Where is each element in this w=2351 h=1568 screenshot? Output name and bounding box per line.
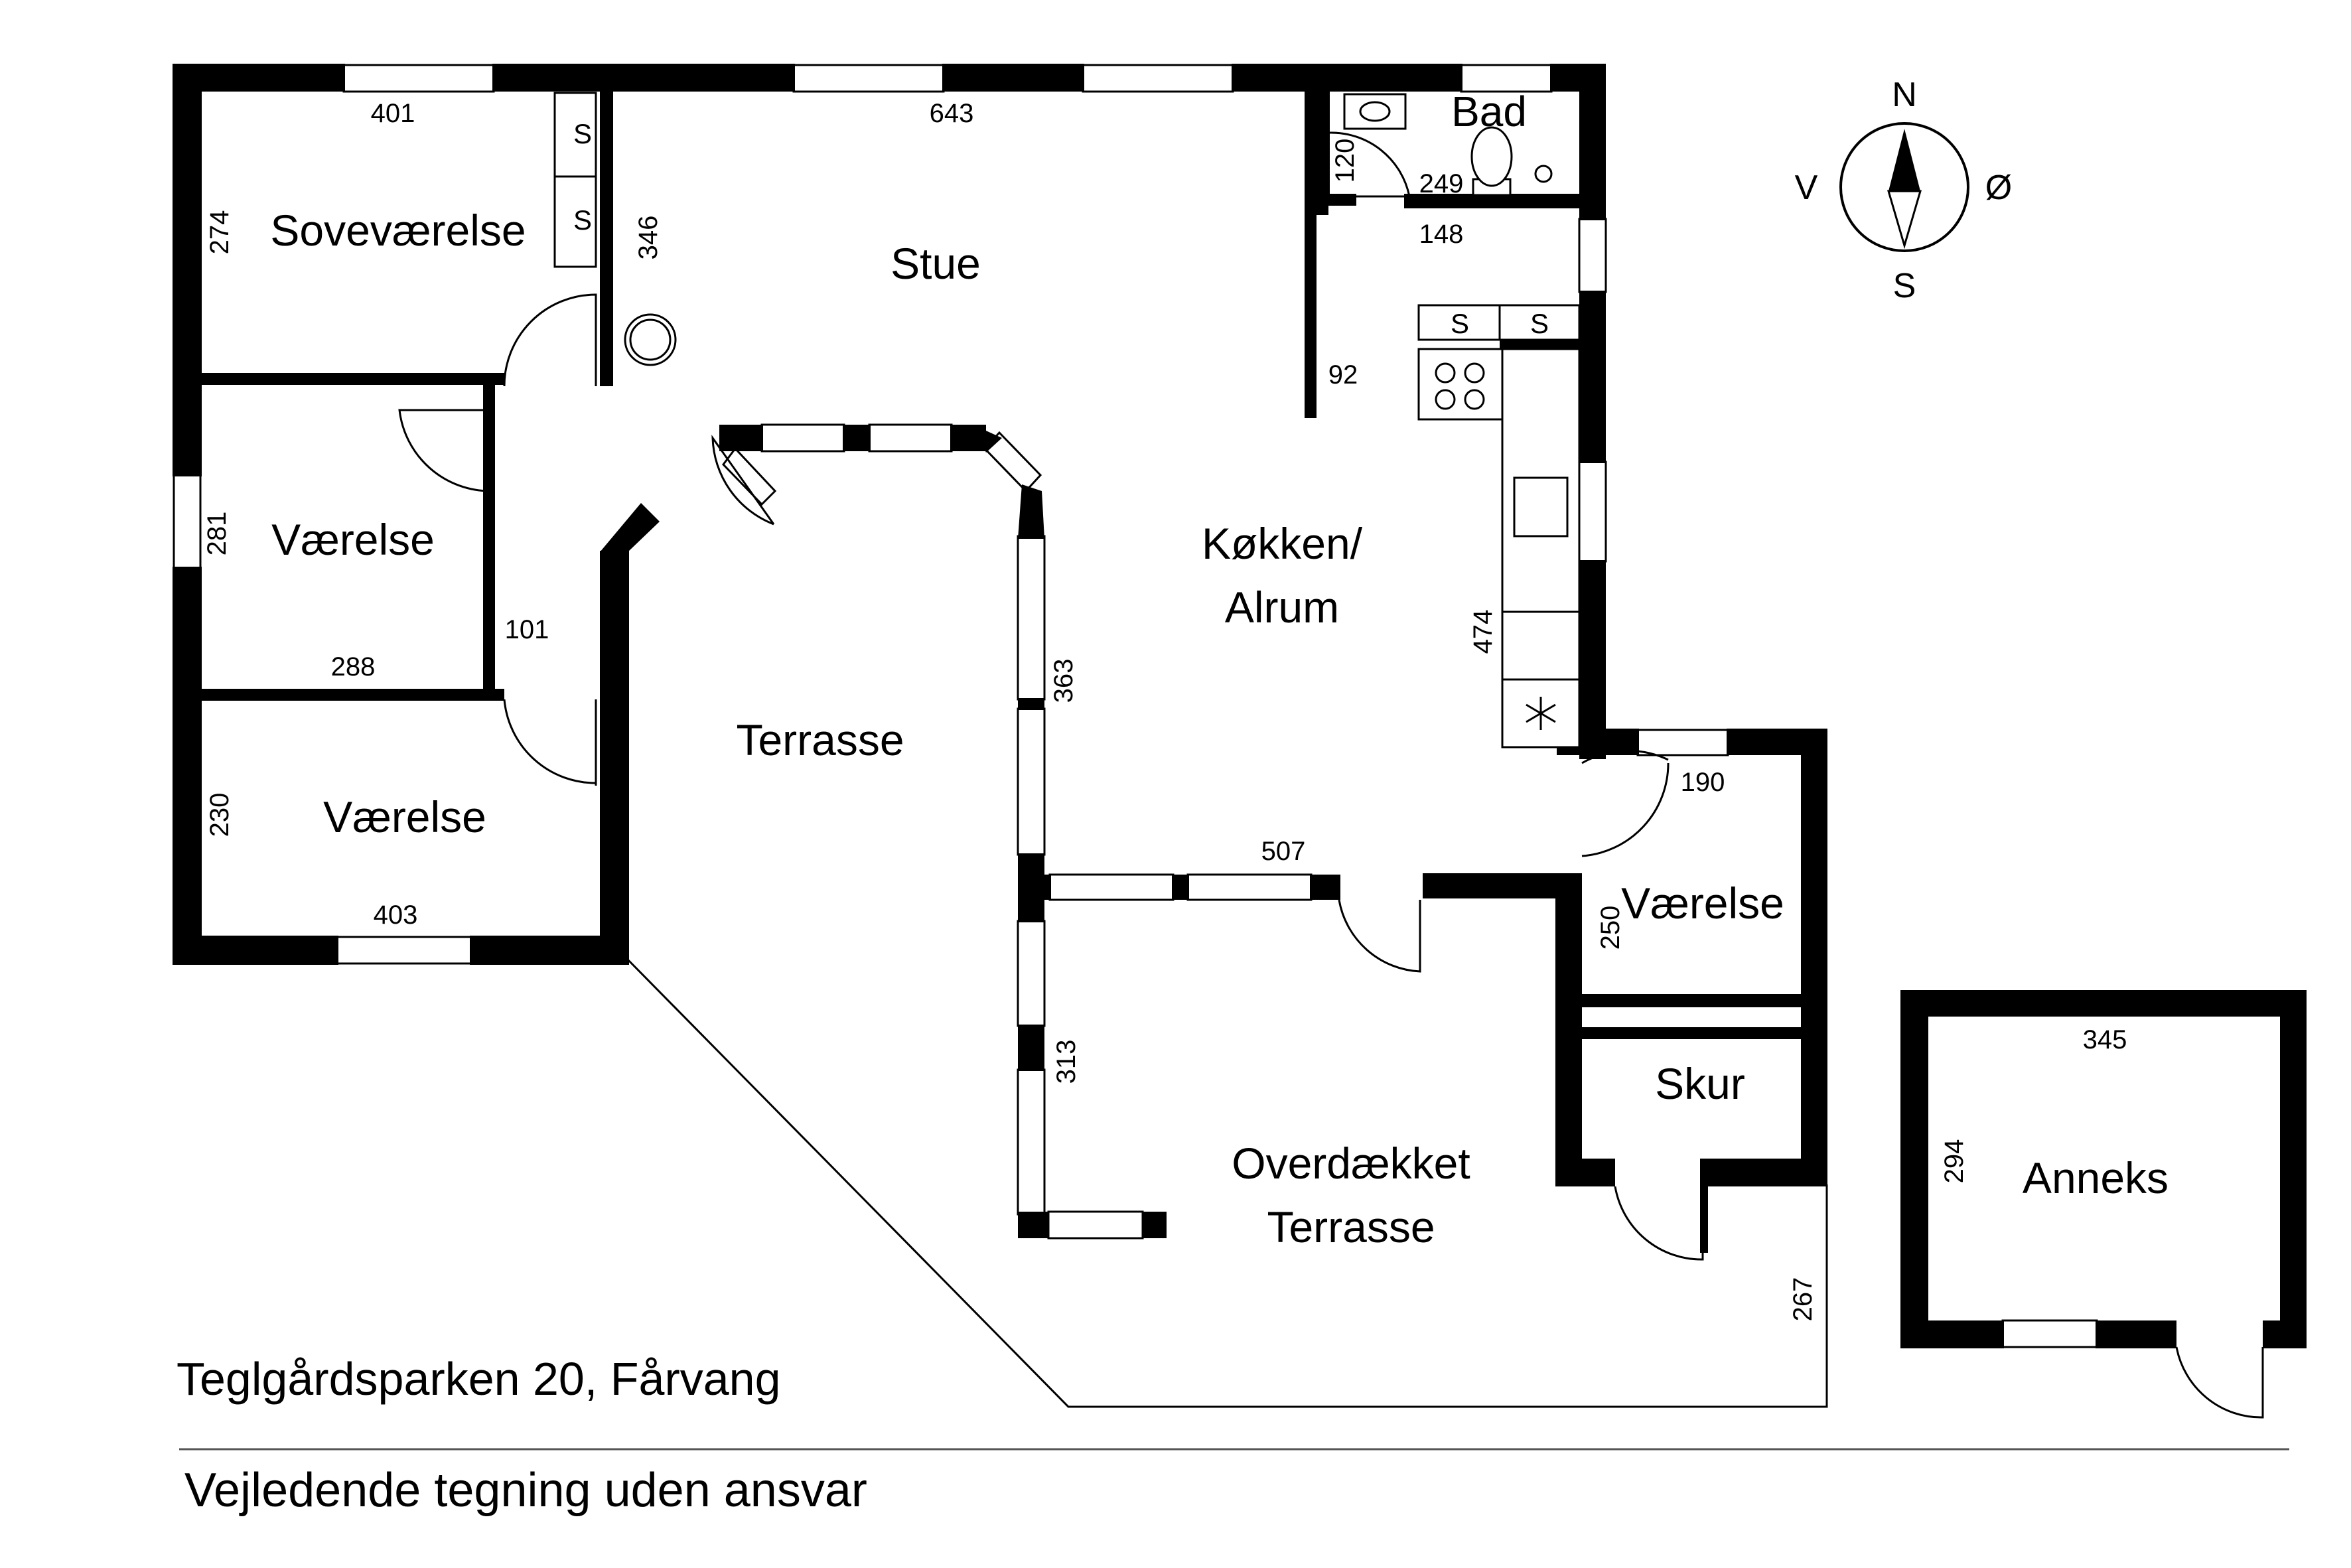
compass-west: V: [1795, 169, 1818, 207]
disclaimer-text: Vejledende tegning uden ansvar: [184, 1464, 867, 1517]
stove: [1417, 348, 1504, 421]
dimension-labels: 401 274 346 643 120 249 148 92 281 288 1…: [202, 99, 2127, 1321]
compass-south: S: [1893, 267, 1916, 305]
room-koekken-line2: Alrum: [1225, 583, 1339, 632]
kitchen-closet-label-2: S: [1530, 308, 1549, 339]
room-overdaekket-line2: Terrasse: [1267, 1202, 1435, 1251]
shower-head: [1534, 165, 1553, 183]
dim-507: 507: [1261, 837, 1306, 866]
door-room1: [398, 409, 492, 492]
dim-249: 249: [1419, 169, 1464, 198]
door-room3: [1581, 749, 1669, 764]
closet-2: [553, 175, 597, 268]
dim-267: 267: [1788, 1277, 1817, 1322]
room-terrasse: Terrasse: [736, 715, 904, 764]
dim-120: 120: [1330, 139, 1360, 183]
dim-101: 101: [505, 615, 549, 644]
door-bad: [1329, 131, 1411, 198]
snowflake-icon: [1526, 697, 1556, 730]
compass: N S V Ø: [1795, 76, 2013, 305]
terrace-outline: [626, 958, 1828, 1408]
north-arrow-icon: [1888, 129, 1920, 191]
door-overdaekket: [1338, 899, 1421, 973]
compass-north: N: [1892, 76, 1917, 114]
dim-401: 401: [371, 99, 415, 128]
kitchen-closet-1: [1417, 304, 1501, 341]
dim-643: 643: [930, 99, 974, 128]
closet-label-2: S: [573, 204, 592, 236]
door-room3b: [1581, 762, 1670, 857]
room-vaerelse-3: Værelse: [1621, 879, 1784, 928]
room-stue: Stue: [891, 239, 981, 288]
dim-274: 274: [205, 210, 234, 255]
dishwasher: [1501, 610, 1581, 681]
room-labels: Soveværelse Stue Bad Værelse Køkken/ Alr…: [270, 88, 2169, 1251]
dim-250: 250: [1596, 906, 1625, 950]
door-bedroom: [503, 293, 597, 387]
kitchen-closet-2: [1498, 304, 1581, 341]
dim-190: 190: [1681, 768, 1725, 797]
door-terrace: [711, 435, 775, 526]
walls: [173, 64, 2307, 1348]
room-vaerelse-1: Værelse: [271, 515, 435, 564]
doors: [398, 131, 2264, 1419]
dim-313: 313: [1052, 1040, 1081, 1084]
room-vaerelse-2: Værelse: [323, 792, 486, 841]
door-anneks: [2175, 1346, 2264, 1419]
south-arrow-icon: [1887, 190, 1922, 249]
compass-east: Ø: [1985, 169, 2012, 207]
closet-1: [553, 92, 597, 178]
room-koekken-line1: Køkken/: [1202, 519, 1363, 568]
dim-288: 288: [331, 652, 376, 681]
room-sovevaerelse: Soveværelse: [270, 206, 526, 255]
closet-labels: S S S S: [573, 118, 1549, 339]
door-room2: [503, 699, 597, 784]
room-overdaekket-line1: Overdækket: [1232, 1139, 1470, 1188]
dim-230: 230: [205, 793, 234, 837]
room-bad: Bad: [1451, 88, 1527, 135]
address-text: Teglgårdsparken 20, Fårvang: [177, 1353, 781, 1405]
dim-281: 281: [202, 512, 232, 556]
room-anneks: Anneks: [2023, 1153, 2169, 1202]
dim-345: 345: [2083, 1025, 2127, 1054]
fixtures: [553, 92, 1581, 748]
kitchen-sink: [1513, 476, 1569, 537]
dim-403: 403: [374, 900, 418, 930]
dim-148: 148: [1419, 220, 1464, 249]
dim-346: 346: [634, 216, 663, 260]
toilet: [1470, 126, 1513, 187]
kitchen-closet-label-1: S: [1451, 308, 1469, 339]
door-skur: [1614, 1186, 1704, 1261]
dim-294: 294: [1940, 1139, 1969, 1184]
room-skur: Skur: [1655, 1059, 1745, 1108]
dim-363: 363: [1049, 659, 1078, 703]
closet-label-1: S: [573, 118, 592, 149]
dim-92: 92: [1328, 360, 1358, 390]
dim-474: 474: [1468, 610, 1498, 654]
